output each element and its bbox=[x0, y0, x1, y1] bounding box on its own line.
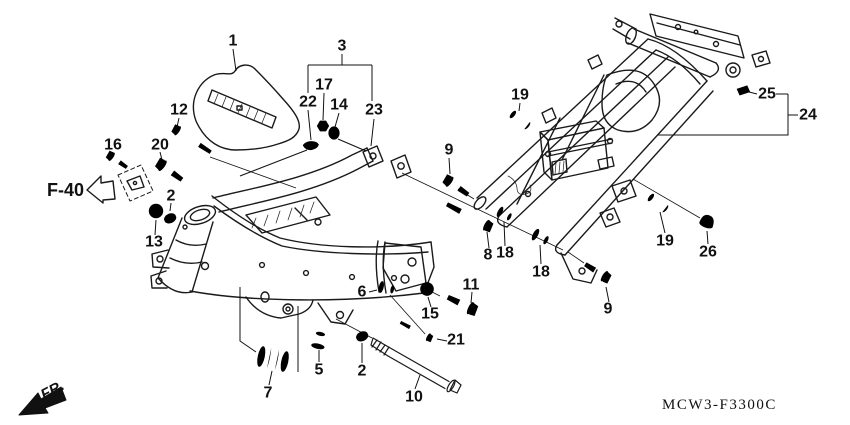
part-nut-15 bbox=[418, 280, 436, 298]
callout-19-right[interactable]: 19 bbox=[656, 233, 674, 250]
part-rubber-22 bbox=[302, 139, 320, 152]
callout-20[interactable]: 20 bbox=[151, 137, 169, 154]
part-bushing-7 bbox=[255, 345, 291, 373]
callout-17[interactable]: 17 bbox=[315, 77, 333, 94]
callout-19-top[interactable]: 19 bbox=[511, 87, 529, 104]
part-bolt-11 bbox=[444, 291, 480, 318]
callout-10[interactable]: 10 bbox=[405, 389, 423, 406]
part-pin-19-right bbox=[646, 192, 670, 214]
callout-1[interactable]: 1 bbox=[229, 33, 238, 50]
reference-part-box bbox=[117, 164, 154, 202]
rear-subframe-drawing bbox=[473, 38, 714, 284]
callout-23[interactable]: 23 bbox=[365, 102, 383, 119]
callout-11[interactable]: 11 bbox=[463, 277, 480, 294]
callout-13[interactable]: 13 bbox=[145, 234, 163, 251]
part-bolt-12 bbox=[170, 123, 214, 157]
callout-leader-lines bbox=[111, 48, 798, 390]
callout-16[interactable]: 16 bbox=[104, 137, 122, 154]
fr-direction-arrow-icon bbox=[18, 386, 67, 416]
callout-21[interactable]: 21 bbox=[447, 332, 465, 349]
main-frame-drawing bbox=[150, 145, 435, 325]
callout-7[interactable]: 7 bbox=[264, 385, 273, 402]
part-bolt-9-lower bbox=[582, 259, 613, 285]
part-bolt-8 bbox=[444, 198, 495, 234]
frame-cover-drawing bbox=[192, 64, 301, 151]
part-grommet-14 bbox=[328, 126, 340, 140]
top-bracket-assembly-drawing bbox=[612, 13, 771, 78]
part-nut-17 bbox=[315, 120, 331, 132]
callout-2-left[interactable]: 2 bbox=[167, 188, 176, 205]
callout-22[interactable]: 22 bbox=[299, 94, 317, 111]
callout-5[interactable]: 5 bbox=[315, 362, 324, 379]
callout-12[interactable]: 12 bbox=[170, 102, 188, 119]
figure-ref-arrow-icon bbox=[86, 175, 116, 204]
callout-6[interactable]: 6 bbox=[358, 284, 367, 301]
callout-labels: 1 3 17 22 14 23 12 16 20 19 9 25 24 2 13… bbox=[104, 33, 817, 406]
part-clip-25 bbox=[736, 85, 751, 96]
figure-reference-link[interactable]: F-40 bbox=[47, 180, 84, 200]
part-bolt-9-upper bbox=[441, 173, 472, 200]
callout-8[interactable]: 8 bbox=[484, 247, 493, 264]
part-cap-26 bbox=[697, 213, 716, 233]
part-nut-13 bbox=[148, 203, 164, 219]
callout-18-b[interactable]: 18 bbox=[532, 264, 550, 281]
callout-25[interactable]: 25 bbox=[758, 86, 776, 103]
diagram-part-code: MCW3-F3300C bbox=[662, 397, 777, 413]
part-collar-5 bbox=[310, 330, 328, 351]
callout-9-upper[interactable]: 9 bbox=[445, 142, 454, 159]
callout-15[interactable]: 15 bbox=[421, 306, 439, 323]
callout-2-bottom[interactable]: 2 bbox=[358, 363, 367, 380]
part-pin-19-top bbox=[508, 109, 532, 131]
callout-14[interactable]: 14 bbox=[330, 97, 348, 114]
callout-26[interactable]: 26 bbox=[699, 244, 717, 261]
callout-18-a[interactable]: 18 bbox=[496, 245, 514, 262]
part-washer-2-bottom bbox=[354, 329, 370, 344]
callout-9-lower[interactable]: 9 bbox=[604, 301, 613, 318]
part-collar-18-b bbox=[530, 227, 551, 247]
part-bolt-10 bbox=[371, 338, 461, 393]
part-washer-2-left bbox=[162, 211, 178, 226]
callout-3[interactable]: 3 bbox=[338, 38, 347, 55]
callout-24[interactable]: 24 bbox=[799, 107, 817, 124]
part-bolt-20 bbox=[153, 156, 186, 185]
